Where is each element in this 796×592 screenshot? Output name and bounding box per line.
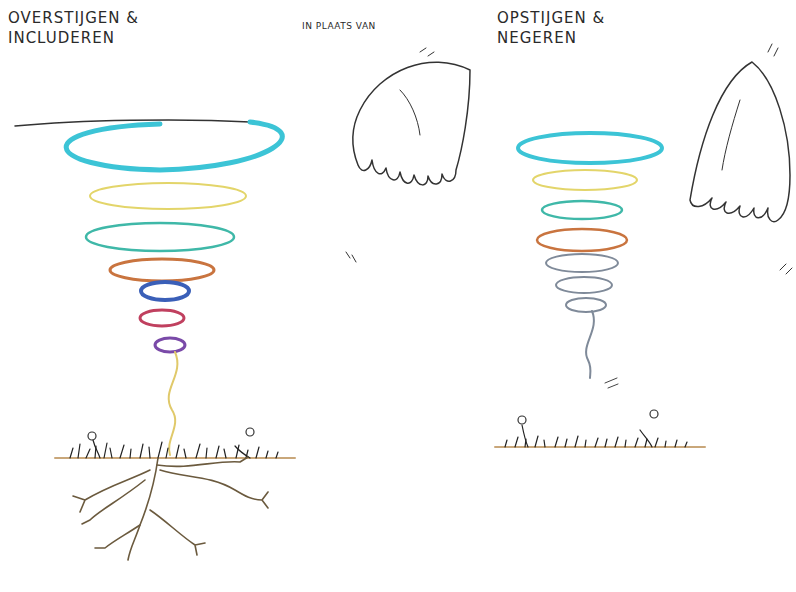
heading-left: OVERSTIJGEN & INCLUDEREN <box>8 8 158 49</box>
left-ground <box>55 428 295 458</box>
heading-right: OPSTIJGEN & NEGEREN <box>497 8 627 49</box>
right-spiral <box>518 133 662 388</box>
roots <box>73 457 268 560</box>
left-wing <box>346 48 470 262</box>
right-ground <box>495 410 705 447</box>
left-spiral <box>15 120 282 455</box>
right-wing <box>690 44 792 274</box>
connector-note: IN PLAATS VAN <box>302 20 376 32</box>
